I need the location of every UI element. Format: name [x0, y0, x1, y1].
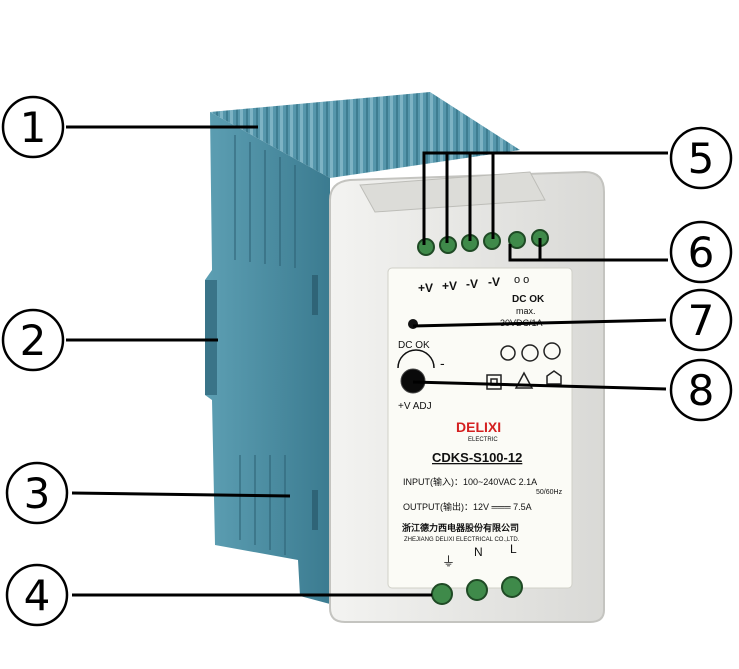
- callout-3-number: 3: [24, 469, 51, 518]
- callout-2: 2: [1, 308, 65, 372]
- leader-3: [71, 491, 291, 498]
- indoor-use-icon: [546, 370, 562, 385]
- callout-2-number: 2: [20, 316, 47, 365]
- left-side-housing: [205, 112, 330, 604]
- callout-3: 3: [5, 461, 69, 525]
- callout-4-number: 4: [24, 571, 51, 620]
- ce-mark-icon: [500, 345, 516, 361]
- adj-arc: [397, 349, 435, 369]
- adj-label: +V ADJ: [398, 401, 432, 412]
- side-slot-lower: [312, 490, 318, 530]
- callout-5-number: 5: [688, 134, 715, 183]
- input-spec: INPUT(输入)：100~240VAC 2.1A: [403, 476, 537, 487]
- leader-7: [412, 318, 667, 328]
- label-content: +V +V -V -V o o DC OK max. 30VDC/1A DC O…: [397, 274, 563, 569]
- dc-ok-led-label: DC OK: [398, 340, 430, 351]
- terminal-label-2: +V: [442, 279, 457, 293]
- callout-4: 4: [5, 563, 69, 627]
- output-spec: OUTPUT(输出)：12V ═══ 7.5A: [403, 501, 532, 512]
- callout-7-number: 7: [688, 296, 715, 345]
- terminal-label-1: +V: [418, 281, 433, 295]
- callout-7: 7: [669, 288, 733, 352]
- certification-marks: [486, 342, 562, 390]
- input-freq: 50/60Hz: [536, 489, 563, 496]
- side-slot-upper: [312, 275, 318, 315]
- terminal-plus-v-1: [417, 238, 435, 256]
- device-housing: [205, 92, 605, 623]
- model-number: CDKS-S100-12: [432, 450, 522, 465]
- recycle-mark-icon: [543, 342, 561, 360]
- callouts: 1 2 3 4 5 6 7 8: [1, 95, 733, 627]
- relay-symbol: o o: [514, 274, 529, 286]
- callout-1-number: 1: [20, 103, 47, 152]
- brand-logo: DELIXI: [456, 419, 501, 435]
- terminal-label-4: -V: [488, 275, 500, 289]
- dc-ok-top-label: DC OK: [512, 294, 545, 305]
- adj-minus-sign: -: [440, 355, 445, 371]
- callout-1: 1: [1, 95, 65, 159]
- double-insulation-icon: [486, 374, 502, 390]
- dc-ok-max-label: max.: [516, 306, 536, 316]
- leader-6a: [508, 244, 668, 262]
- ccc-mark-icon: [521, 344, 539, 362]
- top-cooling-fins: [210, 92, 520, 178]
- side-ribs: [234, 135, 296, 555]
- top-terminal-cover: [359, 171, 546, 213]
- mains-label-l: L: [510, 542, 517, 556]
- maker-english: ZHEJIANG DELIXI ELECTRICAL CO.,LTD.: [404, 537, 520, 543]
- leader-8: [412, 380, 667, 391]
- mains-label-ground: ⏚: [442, 554, 455, 569]
- terminal-n: [466, 579, 488, 601]
- terminal-l: [501, 576, 523, 598]
- leader-lines: [66, 125, 668, 597]
- terminal-ground: [431, 583, 453, 605]
- maker-chinese: 浙江德力西电器股份有限公司: [402, 522, 519, 533]
- warning-triangle-icon: [514, 371, 534, 389]
- leader-5a: [422, 151, 668, 245]
- brand-sub: ELECTRIC: [468, 437, 498, 443]
- callout-6-number: 6: [688, 228, 715, 277]
- callout-8-number: 8: [688, 366, 715, 415]
- callout-6: 6: [669, 220, 733, 284]
- din-rail-clip: [205, 280, 217, 395]
- terminal-dc-ok-1: [508, 231, 526, 249]
- terminal-label-3: -V: [466, 277, 478, 291]
- callout-5: 5: [669, 126, 733, 190]
- dc-ok-led: [408, 319, 418, 329]
- mains-label-n: N: [474, 545, 483, 559]
- callout-8: 8: [669, 358, 733, 422]
- input-terminals: [431, 576, 523, 605]
